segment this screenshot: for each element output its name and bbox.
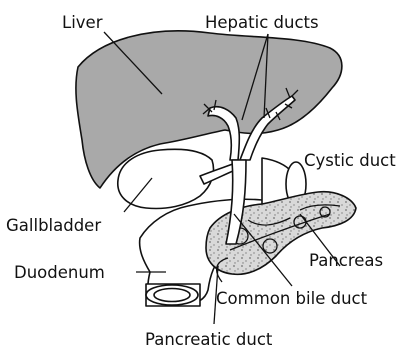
gallbladder-shape <box>118 149 214 208</box>
label-pancreas: Pancreas <box>309 251 383 270</box>
label-pancreatic-duct: Pancreatic duct <box>145 330 273 349</box>
label-common-bile-duct: Common bile duct <box>216 289 368 308</box>
label-hepatic-ducts: Hepatic ducts <box>205 13 319 32</box>
label-cystic-duct: Cystic duct <box>304 151 396 170</box>
label-duodenum: Duodenum <box>14 263 105 282</box>
label-liver: Liver <box>62 13 103 32</box>
label-gallbladder: Gallbladder <box>6 216 101 235</box>
